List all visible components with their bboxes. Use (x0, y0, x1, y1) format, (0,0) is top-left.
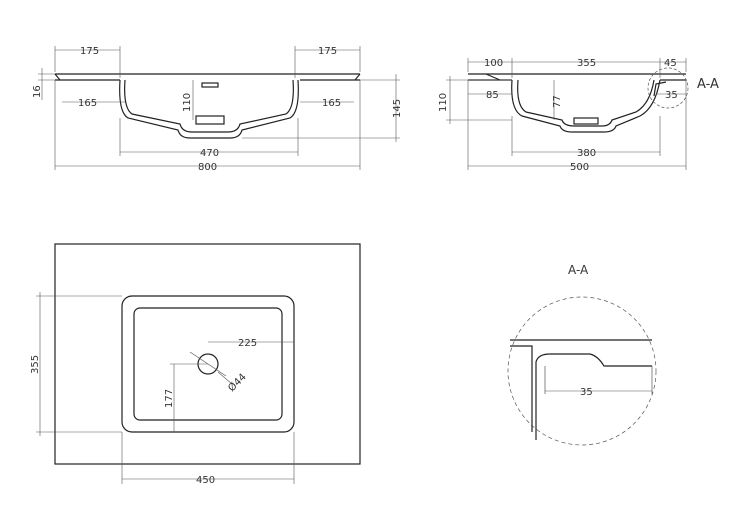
dim-380: 380 (577, 148, 596, 159)
dim-450: 450 (196, 475, 215, 486)
dim-800: 800 (198, 162, 217, 173)
dim-175-left: 175 (80, 46, 99, 57)
plan-view: 225 Ø44 177 355 450 (30, 243, 361, 486)
dim-165-left: 165 (78, 98, 97, 109)
detail-view: A-A 35 (507, 263, 657, 446)
dim-177: 177 (164, 389, 175, 408)
dim-35-side: 35 (665, 90, 678, 101)
dim-355-plan: 355 (30, 355, 41, 374)
dim-225: 225 (238, 338, 257, 349)
dim-85: 85 (486, 90, 499, 101)
dim-500: 500 (570, 162, 589, 173)
dim-100: 100 (484, 58, 503, 69)
section-label-a-a: A-A (697, 77, 719, 92)
dim-35-detail: 35 (580, 387, 593, 398)
dim-175-right: 175 (318, 46, 337, 57)
dim-145: 145 (392, 99, 403, 118)
side-view: 100 355 45 85 77 110 A-A 35 380 (438, 58, 719, 173)
detail-title: A-A (568, 263, 589, 277)
dim-77: 77 (552, 95, 563, 108)
front-view: 175 175 16 165 165 110 145 470 (32, 46, 403, 173)
dim-110-front: 110 (182, 93, 193, 112)
dim-355-side: 355 (577, 58, 596, 69)
dim-16: 16 (32, 85, 43, 98)
dim-diameter-44: Ø44 (226, 371, 249, 394)
dim-165-right: 165 (322, 98, 341, 109)
dim-470: 470 (200, 148, 219, 159)
dim-45: 45 (664, 58, 677, 69)
dim-110-side: 110 (438, 93, 449, 112)
